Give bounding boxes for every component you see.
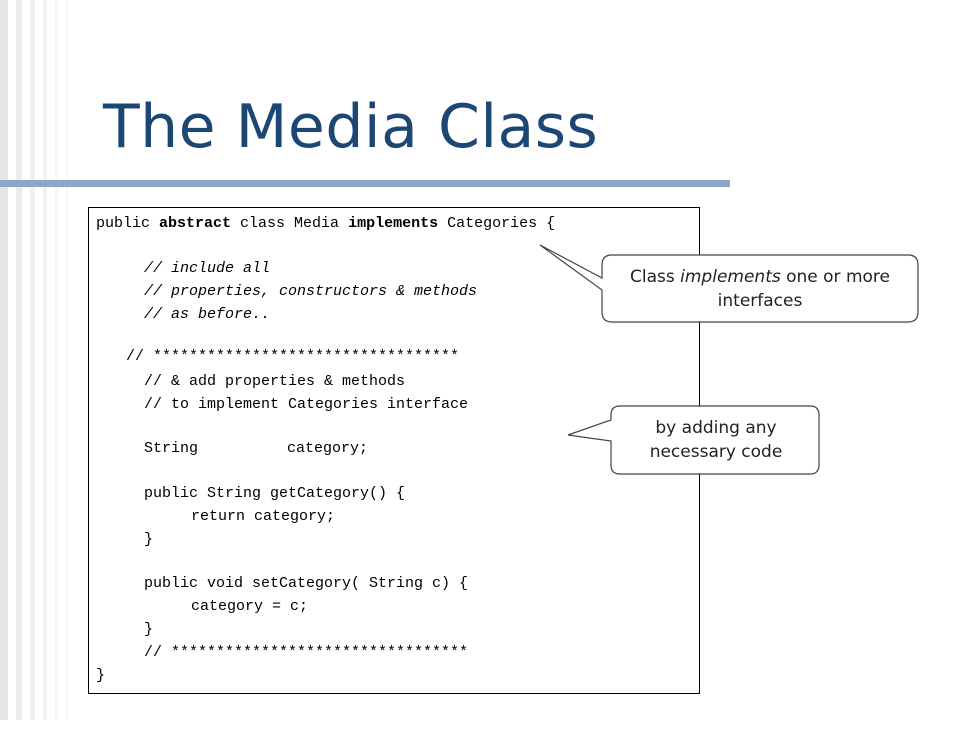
- code-text: }: [144, 621, 154, 638]
- code-line-10: return category;: [191, 506, 335, 529]
- callout-1-text: Class implements one or more interfaces: [606, 257, 914, 320]
- code-text: category = c;: [191, 598, 309, 615]
- callout-1-part: Class: [630, 266, 681, 287]
- code-line-5: // **********************************: [126, 346, 459, 369]
- callout-2-bubble: [567, 405, 820, 475]
- code-line-12: public void setCategory( String c) {: [144, 573, 468, 596]
- code-comment: // include all: [144, 260, 271, 277]
- callout-1-bubble: [539, 244, 919, 323]
- code-line-11: }: [144, 529, 153, 552]
- code-line-2: // include all: [144, 258, 270, 281]
- callout-1-emphasis: implements: [680, 266, 781, 287]
- callout-1-label: Class implements one or more interfaces: [606, 265, 914, 313]
- title-underline: [0, 180, 730, 187]
- code-comment: // properties, constructors & methods: [144, 283, 478, 300]
- code-comment: // *********************************: [144, 644, 469, 661]
- code-text: }: [96, 667, 106, 684]
- code-comment: // as before..: [144, 306, 271, 323]
- code-text: class Media: [231, 215, 349, 232]
- code-panel: public abstract class Media implements C…: [88, 207, 700, 694]
- callout-shapes: [539, 244, 919, 475]
- code-line-6: // & add properties & methods: [144, 371, 405, 394]
- code-line-14: }: [144, 619, 153, 642]
- code-line-3: // properties, constructors & methods: [144, 281, 477, 304]
- code-text: }: [144, 531, 154, 548]
- code-line-8-name: category;: [287, 438, 368, 461]
- code-text: Categories {: [438, 215, 556, 232]
- code-text: category;: [287, 440, 369, 457]
- code-line-4: // as before..: [144, 304, 270, 327]
- keyword-abstract: abstract: [159, 215, 232, 232]
- code-comment: // **********************************: [126, 348, 460, 365]
- code-listing: public abstract class Media implements C…: [89, 208, 555, 750]
- code-text: public void setCategory( String c) {: [144, 575, 469, 592]
- code-text: public: [96, 215, 160, 232]
- callout-1-part: one or more interfaces: [717, 266, 890, 311]
- code-line-1: public abstract class Media implements C…: [96, 213, 555, 236]
- code-line-15: // *********************************: [144, 642, 468, 665]
- code-comment: // to implement Categories interface: [144, 396, 469, 413]
- code-comment: // & add properties & methods: [144, 373, 406, 390]
- code-text: String: [144, 440, 199, 457]
- callout-2-label: by adding any necessary code: [649, 418, 783, 462]
- code-line-13: category = c;: [191, 596, 308, 619]
- keyword-implements: implements: [348, 215, 439, 232]
- code-text: return category;: [191, 508, 336, 525]
- code-line-9: public String getCategory() {: [144, 483, 405, 506]
- code-text: public String getCategory() {: [144, 485, 406, 502]
- callout-2-text: by adding any necessary code: [626, 408, 806, 472]
- code-line-8-type: String: [144, 438, 198, 461]
- code-line-16: }: [96, 665, 105, 688]
- code-line-7: // to implement Categories interface: [144, 394, 468, 417]
- slide-title: The Media Class: [103, 92, 599, 162]
